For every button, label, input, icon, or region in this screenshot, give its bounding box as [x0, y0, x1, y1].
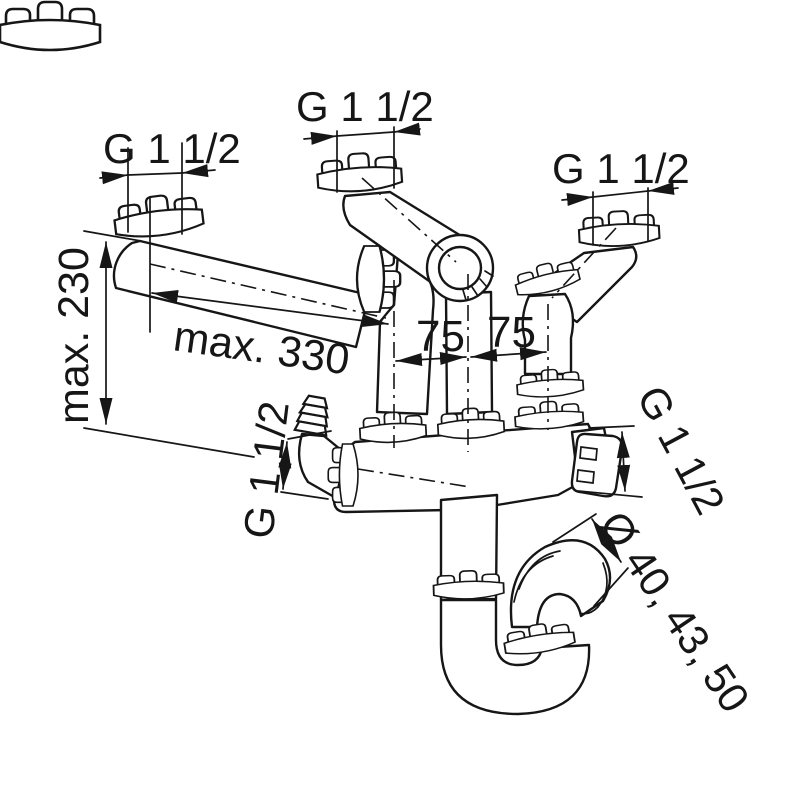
max-height-label: max. 230 [50, 247, 98, 424]
dim-outlet-diameter [552, 513, 629, 607]
dim-max-height [83, 230, 255, 458]
hose-barb-connector [293, 393, 334, 437]
dim-branch-spacing [395, 347, 547, 367]
outlet-diameters-label: Ø 40, 43, 50 [591, 503, 759, 721]
branch-spacing-right-label: 75 [487, 308, 536, 357]
pipe-assembly [0, 0, 661, 716]
dim-hose-connection [278, 430, 332, 500]
left-inlet-nut [111, 189, 206, 242]
dim-inlet-center [303, 122, 421, 193]
dimension-lines [83, 122, 679, 607]
dim-outlet-right [577, 425, 643, 498]
dim-inlet-left [99, 142, 216, 235]
inlet-center-thread-label: G 1 1/2 [296, 83, 434, 130]
dim-max-length [149, 196, 389, 333]
centerlines [149, 177, 617, 488]
inlet-left-thread-label: G 1 1/2 [103, 125, 241, 172]
hose-thread-label: G 1 1/2 [234, 399, 297, 541]
manifold-outlet-nut [570, 432, 624, 498]
inlet-right-thread-label: G 1 1/2 [552, 145, 690, 192]
siphon-u-bend [439, 598, 591, 716]
manifold-left-nut [327, 443, 359, 507]
siphon-outlet-seam [513, 550, 561, 603]
siphon-outlet-opening [579, 562, 608, 615]
outlet-right-thread-label: G 1 1/2 [628, 378, 734, 522]
branch-1-union-nut [358, 409, 428, 445]
dim-inlet-right [561, 181, 679, 246]
branch-2-elbow-ring [425, 233, 495, 303]
center-inlet-nut [315, 149, 404, 195]
branch-spacing-left-label: 75 [416, 312, 465, 361]
siphon-outlet-elbow [509, 539, 612, 629]
